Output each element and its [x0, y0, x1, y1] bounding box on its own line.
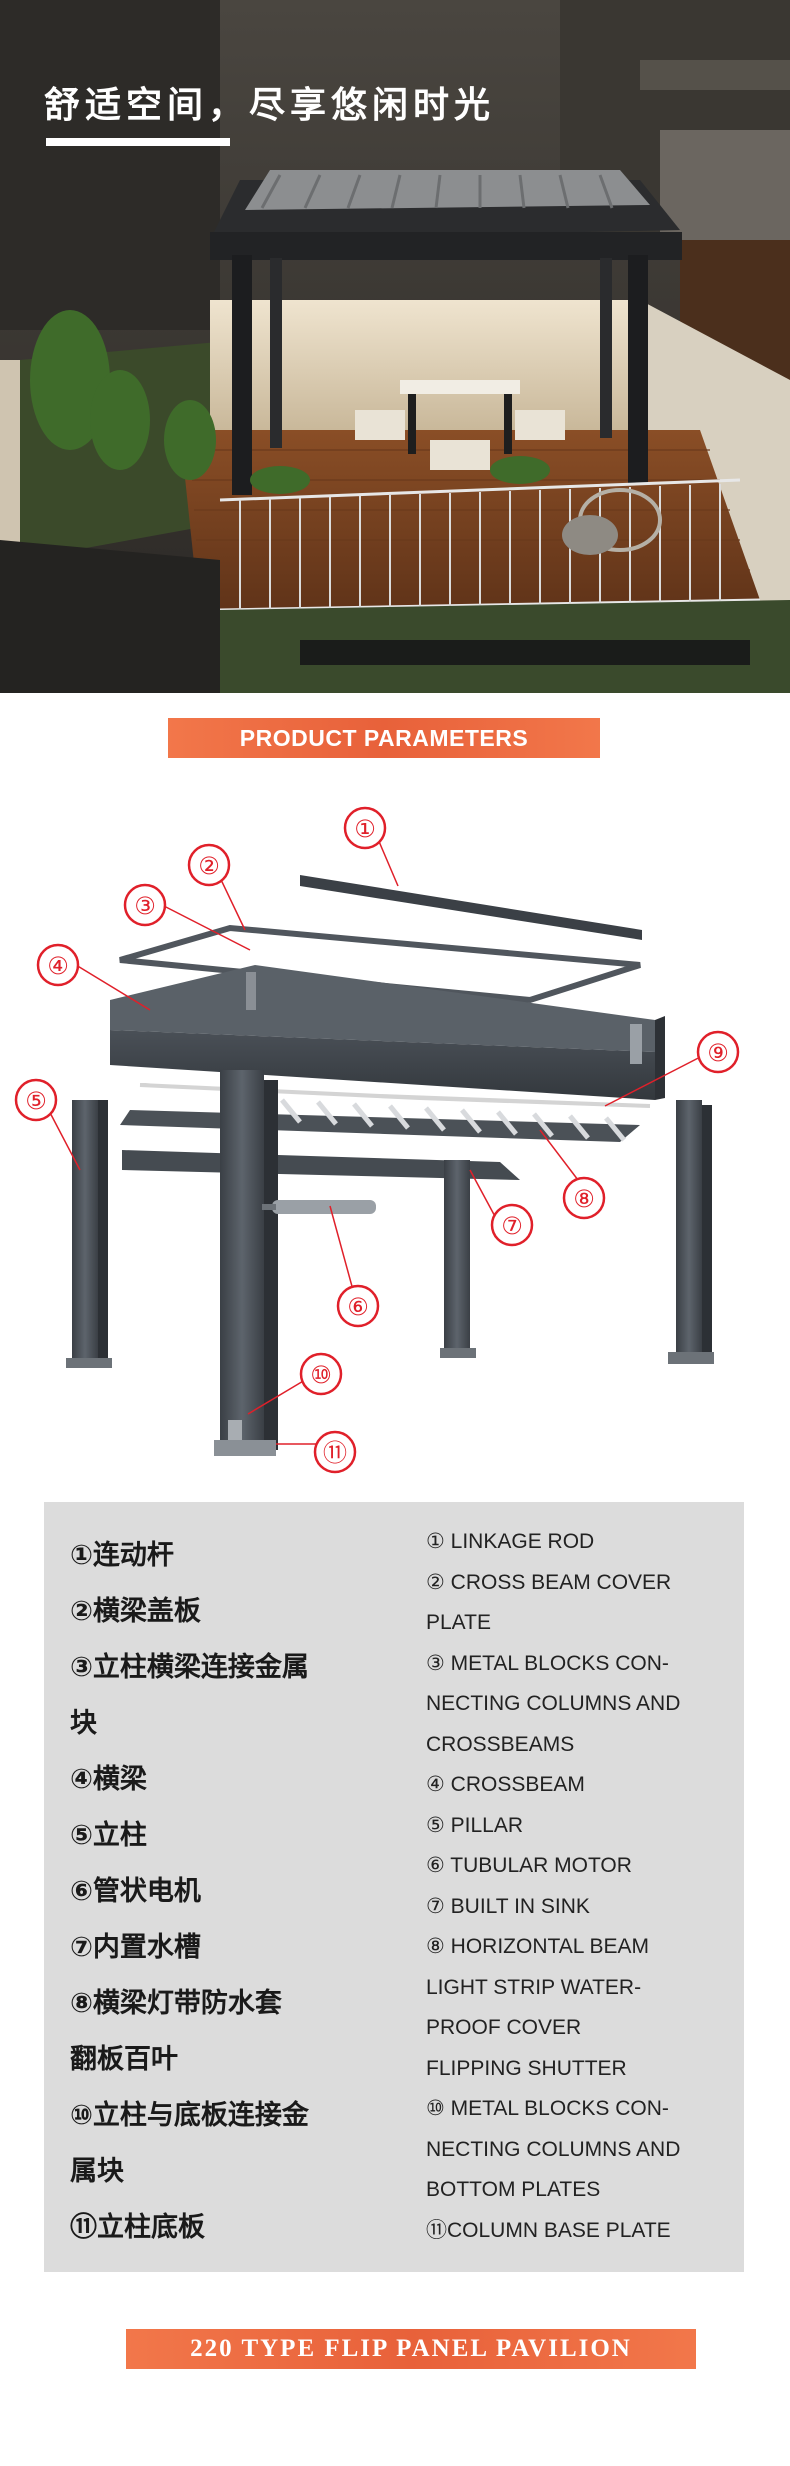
pillar-rear: [444, 1160, 470, 1350]
cn-item: ⑩立柱与底板连接金: [70, 2100, 309, 2131]
cn-item: 块: [70, 1708, 97, 1739]
en-item: NECTING COLUMNS AND: [426, 2137, 681, 2161]
cn-item: ⑧横梁灯带防水套: [70, 1988, 282, 2019]
en-item: ① LINKAGE ROD: [426, 1530, 595, 1553]
en-item: FLIPPING SHUTTER: [426, 2056, 627, 2080]
en-item: CROSSBEAMS: [426, 1732, 575, 1756]
flipping-shutter: [120, 1110, 640, 1142]
cn-item: 属块: [70, 2156, 124, 2187]
callout-label-11: ⑪: [323, 1439, 347, 1467]
callout-label-7: ⑦: [501, 1212, 523, 1240]
metal-block-column-base: [228, 1420, 242, 1440]
callout-5: [14, 1078, 58, 1122]
pavilion-scene-image: [0, 0, 790, 693]
en-item: ② CROSS BEAM COVER: [426, 1570, 672, 1594]
callout-label-8: ⑧: [573, 1185, 595, 1213]
callout-label-2: ②: [198, 852, 220, 880]
linkage-rod: [300, 875, 642, 940]
en-item: ③ METAL BLOCKS CON-: [426, 1651, 669, 1675]
tubular-motor: [272, 1200, 376, 1214]
callout-label-10: ⑩: [310, 1361, 332, 1389]
callout-label-3: ③: [134, 892, 156, 920]
metal-block-column-beam: [246, 972, 256, 1010]
en-item: PROOF COVER: [426, 2016, 582, 2039]
english-parts-list: ① LINKAGE ROD ② CROSS BEAM COVER PLATE ③…: [426, 1522, 736, 2251]
pavilion-parts-drawing: ① ② ③ ④ ⑤ ⑥ ⑦ ⑧ ⑨ ⑩ ⑪: [14, 806, 740, 1474]
product-name-banner: 220 TYPE FLIP PANEL PAVILION: [126, 2329, 696, 2369]
product-parameters-banner: PRODUCT PARAMETERS: [168, 718, 600, 758]
cn-item: ④横梁: [70, 1764, 147, 1795]
callout-4: [36, 943, 80, 987]
en-item: ⑪COLUMN BASE PLATE: [426, 2218, 671, 2242]
callout-label-9: ⑨: [707, 1039, 729, 1067]
cn-item: ②横梁盖板: [70, 1596, 201, 1627]
callout-11: [313, 1430, 357, 1474]
en-item: NECTING COLUMNS AND: [426, 1692, 681, 1715]
exploded-diagram: ① ② ③ ④ ⑤ ⑥ ⑦ ⑧ ⑨ ⑩ ⑪: [0, 780, 790, 1480]
callout-3: [123, 883, 167, 927]
en-item: ⑦ BUILT IN SINK: [426, 1894, 590, 1918]
cn-item: 翻板百叶: [70, 2044, 178, 2075]
callout-8: [562, 1176, 606, 1220]
callout-10: [299, 1352, 343, 1396]
pillar-front: [220, 1070, 264, 1450]
hero-title: 舒适空间，尽享悠闲时光: [44, 85, 496, 126]
pillar-left: [72, 1100, 98, 1360]
crossbeam: [110, 1030, 655, 1100]
callout-label-1: ①: [354, 815, 376, 843]
callout-6: [336, 1284, 380, 1328]
en-item: BOTTOM PLATES: [426, 2178, 601, 2201]
cn-item: ①连动杆: [70, 1540, 174, 1571]
cn-item: ⑦内置水槽: [70, 1932, 201, 1963]
callout-label-4: ④: [47, 952, 69, 980]
cn-item: ③立柱横梁连接金属: [70, 1652, 309, 1683]
en-item: LIGHT STRIP WATER-: [426, 1975, 642, 1999]
en-item: ④ CROSSBEAM: [426, 1773, 585, 1796]
callout-7: [490, 1203, 534, 1247]
hero-photo: 舒适空间，尽享悠闲时光: [0, 0, 790, 693]
cn-item: ⑪立柱底板: [70, 2212, 205, 2243]
callout-1: [343, 806, 387, 850]
callout-label-6: ⑥: [347, 1293, 369, 1321]
column-base-plate: [214, 1440, 276, 1456]
en-item: ⑩ METAL BLOCKS CON-: [426, 2097, 669, 2120]
callout-2: [187, 843, 231, 887]
hero-title-underline: [46, 138, 230, 146]
callout-9: [696, 1030, 740, 1074]
en-item: ⑥ TUBULAR MOTOR: [426, 1854, 632, 1877]
parameter-panel: ①连动杆 ②横梁盖板 ③立柱横梁连接金属 块 ④横梁 ⑤立柱 ⑥管状电机 ⑦内置…: [44, 1502, 744, 2272]
pillar-right: [676, 1100, 702, 1355]
chinese-parts-list: ①连动杆 ②横梁盖板 ③立柱横梁连接金属 块 ④横梁 ⑤立柱 ⑥管状电机 ⑦内置…: [70, 1528, 430, 2256]
cn-item: ⑥管状电机: [70, 1876, 201, 1907]
cn-item: ⑤立柱: [70, 1820, 147, 1851]
en-item: ⑤ PILLAR: [426, 1813, 524, 1837]
callout-label-5: ⑤: [25, 1087, 47, 1115]
en-item: ⑧ HORIZONTAL BEAM: [426, 1935, 650, 1958]
en-item: PLATE: [426, 1611, 491, 1634]
